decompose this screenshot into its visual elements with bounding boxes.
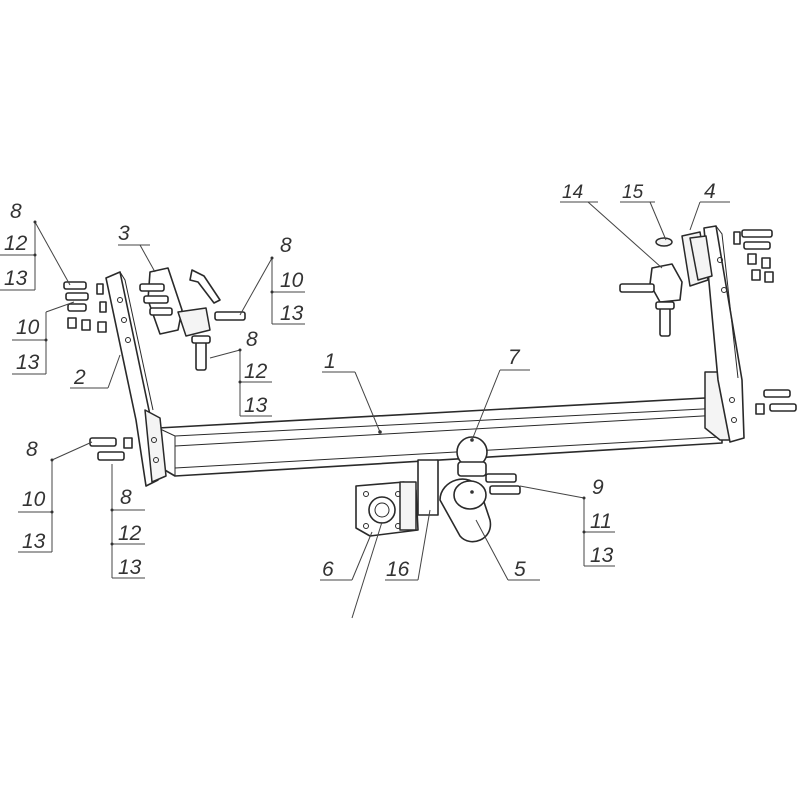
callout-5: 5 (514, 558, 526, 581)
callout-3: 3 (118, 222, 130, 245)
callout-bl-13: 13 (22, 530, 46, 553)
left-side-bracket (96, 271, 167, 487)
callout-14: 14 (562, 182, 583, 203)
callout-7: 7 (508, 346, 521, 369)
bottom-left-fasteners (89, 437, 133, 461)
callout-r-11: 11 (590, 510, 612, 533)
callout-bl2-13: 13 (118, 556, 142, 579)
callout-bl2-8: 8 (120, 486, 132, 509)
callout-bl2-12: 12 (118, 522, 142, 545)
callout-bl-8: 8 (26, 438, 38, 461)
callout-l-10: 10 (16, 316, 40, 339)
left-clamp-bracket (139, 267, 246, 371)
callout-6: 6 (322, 558, 334, 581)
callout-1: 1 (324, 350, 336, 373)
callout-r-13: 13 (590, 544, 614, 567)
callout-b3-10: 10 (280, 269, 304, 292)
towball-mount (417, 436, 521, 543)
callout-b3-13: 13 (280, 302, 304, 325)
callout-16: 16 (386, 558, 410, 581)
callout-m-8: 8 (246, 328, 258, 351)
socket-plate (355, 481, 419, 537)
callout-15: 15 (622, 182, 644, 203)
callout-r-9: 9 (592, 476, 604, 499)
callout-2: 2 (73, 366, 86, 389)
callout-bl-10: 10 (22, 488, 46, 511)
callout-m-13: 13 (244, 394, 268, 417)
crossbar-beam (157, 371, 736, 477)
right-clamp-bracket (619, 237, 683, 337)
callout-tl-8: 8 (10, 200, 22, 223)
callout-tl-13: 13 (4, 267, 28, 290)
callout-4: 4 (704, 180, 716, 203)
top-left-fasteners (63, 281, 107, 333)
leader-lines (0, 201, 730, 619)
right-end-fasteners (755, 389, 797, 415)
callout-m-12: 12 (244, 360, 268, 383)
callout-tl-12: 12 (4, 232, 28, 255)
right-side-bracket (681, 225, 745, 443)
callout-labels: 8 12 13 10 13 2 3 8 10 13 8 12 13 1 7 14… (4, 180, 716, 581)
callout-b3-8: 8 (280, 234, 292, 257)
top-right-fasteners (733, 229, 774, 283)
callout-l-13: 13 (16, 351, 40, 374)
